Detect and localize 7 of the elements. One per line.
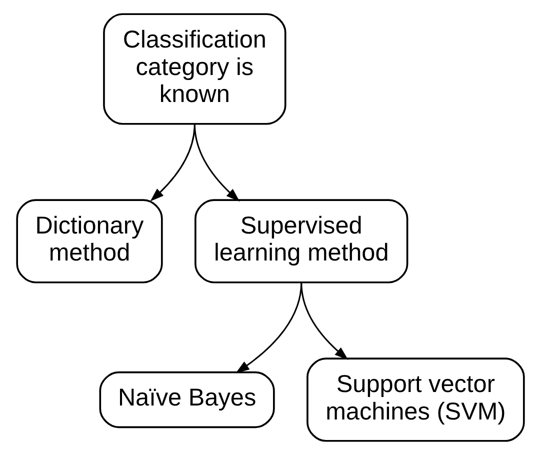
arrow — [300, 282, 348, 360]
node-box: Naïve Bayes — [99, 371, 275, 428]
node-box: Supervised learning method — [194, 199, 408, 284]
node-box: Classification category is known — [103, 13, 286, 125]
arrow — [194, 124, 240, 202]
node-box: Support vector machines (SVM) — [306, 358, 525, 442]
node-box: Dictionary method — [16, 199, 163, 284]
